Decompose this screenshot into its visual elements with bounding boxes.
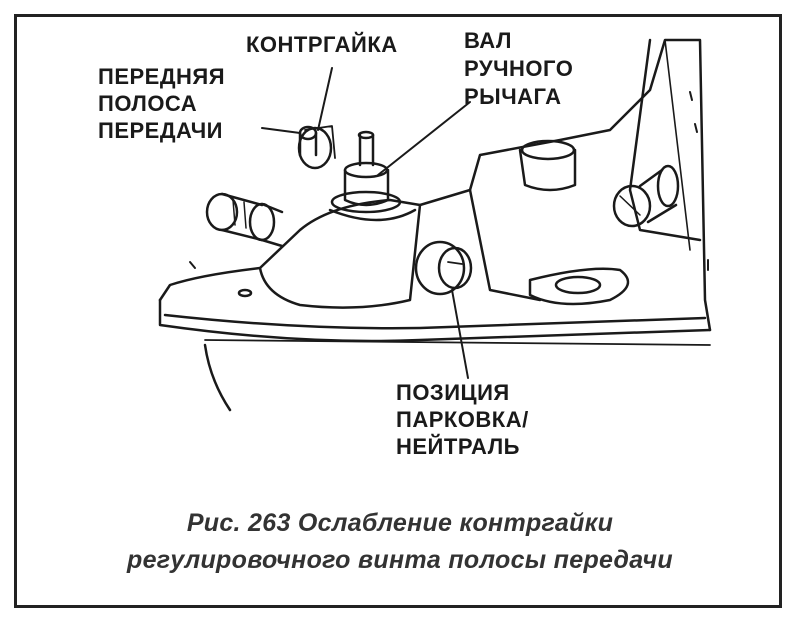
- leader-park-neutral: [451, 289, 469, 379]
- label-front-band-line3: ПЕРЕДАЧИ: [98, 118, 223, 143]
- label-front-band-line1: ПЕРЕДНЯЯ: [98, 64, 226, 89]
- park-neutral-switch: [414, 240, 473, 296]
- label-park-neutral-line3: НЕЙТРАЛЬ: [396, 434, 520, 459]
- leader-lines: [261, 67, 471, 379]
- right-fitting: [612, 164, 680, 228]
- label-manual-lever-line1: ВАЛ: [464, 28, 512, 53]
- label-front-band-line2: ПОЛОСА: [98, 91, 198, 116]
- left-fitting: [205, 192, 284, 248]
- manual-lever-shaft: [330, 130, 402, 214]
- band-adjust-screw: [297, 125, 336, 170]
- label-locknut: КОНТРГАЙКА: [246, 32, 398, 57]
- transmission-case: [158, 38, 712, 412]
- label-park-neutral-line2: ПАРКОВКА/: [396, 407, 529, 432]
- figure-caption-line2: регулировочного винта полосы передачи: [127, 546, 673, 574]
- leader-locknut: [317, 67, 333, 131]
- label-manual-lever-line3: РЫЧАГА: [464, 84, 562, 109]
- label-park-neutral-line1: ПОЗИЦИЯ: [396, 380, 510, 405]
- edge-marks: [189, 91, 709, 271]
- figure-caption-line1: Рис. 263 Ослабление контргайки: [186, 509, 614, 537]
- leader-manual-lever: [377, 101, 471, 176]
- figure-frame: [14, 14, 782, 608]
- leader-front-band: [261, 127, 301, 134]
- label-manual-lever-line2: РУЧНОГО: [464, 56, 574, 81]
